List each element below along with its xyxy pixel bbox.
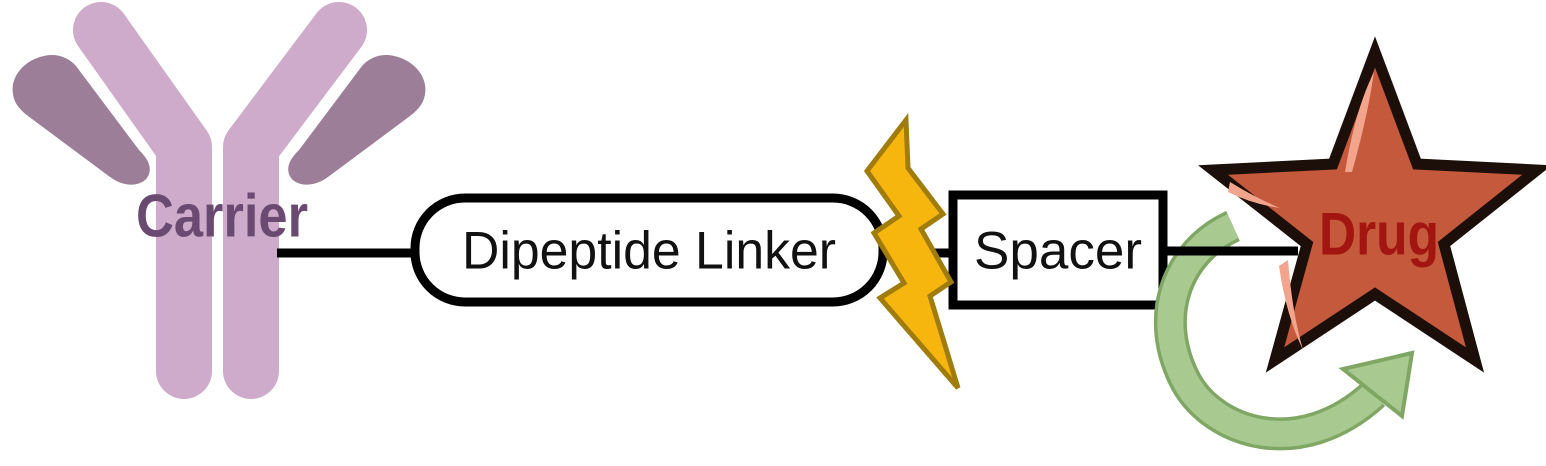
- drug-label: Drug: [1319, 201, 1439, 268]
- drug-star-highlight-top: [1345, 72, 1374, 172]
- antibody-left-light-chain: [12, 55, 150, 185]
- release-arrow-icon: [1153, 210, 1415, 451]
- antibody-right-light-chain: [288, 55, 426, 185]
- dipeptide-linker-label: Dipeptide Linker: [462, 222, 836, 281]
- cleavage-bolt-icon: [863, 112, 961, 390]
- release-arrow-head: [1338, 350, 1415, 420]
- drug-star-highlight-left: [1228, 182, 1280, 208]
- antibody-left-heavy-chain: [73, 2, 212, 399]
- drug-star-highlight-bottom: [1279, 260, 1303, 350]
- release-arrow-band: [1157, 214, 1383, 447]
- antibody-icon: [12, 2, 426, 399]
- antibody-right-heavy-chain: [223, 2, 367, 399]
- spacer-label: Spacer: [974, 222, 1142, 281]
- drug-star-shape: [1198, 36, 1546, 373]
- carrier-label: Carrier: [136, 183, 308, 250]
- drug-star-icon: [1198, 36, 1546, 373]
